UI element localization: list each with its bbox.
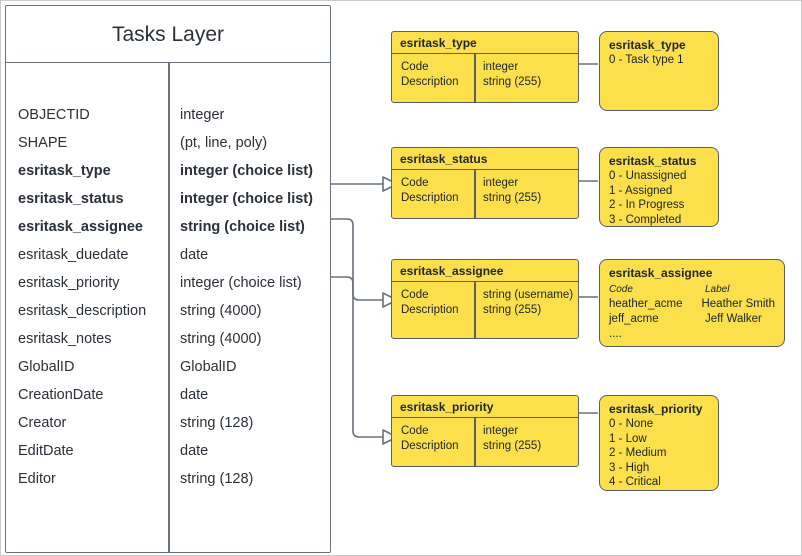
field-row-objectid[interactable]: OBJECTID integer <box>6 101 330 129</box>
domain-box-field-names: Code Description <box>401 425 459 452</box>
value-box-esritask-priority[interactable]: esritask_priority 0 - None 1 - Low 2 - M… <box>599 395 719 491</box>
value-box-esritask-type[interactable]: esritask_type 0 - Task type 1 <box>599 31 719 111</box>
value-box-esritask-assignee[interactable]: esritask_assignee Code Label heather_acm… <box>599 259 785 347</box>
domain-box-divider <box>474 282 476 338</box>
field-type: integer (choice list) <box>180 191 313 207</box>
domain-box-esritask-status[interactable]: esritask_status Code Description integer… <box>391 147 579 219</box>
domain-box-field-names: Code Description <box>401 177 459 204</box>
domain-box-field-types: integer string (255) <box>483 61 542 88</box>
value-box-item: 1 - Low <box>609 432 647 445</box>
value-box-item: 3 - Completed <box>609 213 682 226</box>
tasks-layer-entity[interactable]: Tasks Layer OBJECTID integer SHAPE (pt, … <box>5 5 331 553</box>
column-divider <box>168 63 170 552</box>
field-type: string (4000) <box>180 303 262 319</box>
domain-box-divider <box>474 170 476 218</box>
value-box-item: 0 - None <box>609 418 654 430</box>
field-name: SHAPE <box>18 135 68 151</box>
domain-box-title: esritask_type <box>392 32 578 54</box>
value-box-title: esritask_assignee <box>609 266 713 280</box>
domain-box-field-types: integer string (255) <box>483 177 542 204</box>
value-label: Jeff Walker <box>705 313 762 325</box>
field-row-globalid[interactable]: GlobalID GlobalID <box>6 353 330 381</box>
value-box-item: 4 - Critical <box>609 476 661 488</box>
field-row-esritask-status[interactable]: esritask_status integer (choice list) <box>6 185 330 213</box>
value-box-item: 2 - Medium <box>609 447 667 459</box>
value-box-col-code: Code <box>609 284 633 295</box>
field-type: integer <box>180 107 225 123</box>
domain-box-divider <box>474 54 476 102</box>
field-row-editor[interactable]: Editor string (128) <box>6 465 330 493</box>
value-box-item: 2 - In Progress <box>609 199 685 211</box>
field-type: string (128) <box>180 471 254 487</box>
field-name: EditDate <box>18 443 74 459</box>
field-row-esritask-priority[interactable]: esritask_priority integer (choice list) <box>6 269 330 297</box>
value-code: .... <box>609 328 622 340</box>
value-box-title: esritask_status <box>609 154 697 168</box>
field-row-creationdate[interactable]: CreationDate date <box>6 381 330 409</box>
field-type: GlobalID <box>180 359 237 375</box>
value-label: Heather Smith <box>701 298 775 310</box>
domain-box-esritask-type[interactable]: esritask_type Code Description integer s… <box>391 31 579 103</box>
field-name: OBJECTID <box>18 107 90 123</box>
field-row-esritask-duedate[interactable]: esritask_duedate date <box>6 241 330 269</box>
value-box-title: esritask_type <box>609 38 686 52</box>
field-type: string (4000) <box>180 331 262 347</box>
field-name: esritask_status <box>18 191 124 207</box>
field-row-esritask-notes[interactable]: esritask_notes string (4000) <box>6 325 330 353</box>
field-type: date <box>180 247 209 263</box>
value-box-item: 3 - High <box>609 461 650 474</box>
value-box-table-header: Code Label <box>609 282 775 297</box>
value-box-table: Code Label heather_acme Heather Smith je… <box>609 282 775 342</box>
field-type: (pt, line, poly) <box>180 135 268 151</box>
field-name: esritask_priority <box>18 275 120 291</box>
domain-box-esritask-priority[interactable]: esritask_priority Code Description integ… <box>391 395 579 467</box>
field-name: esritask_notes <box>18 331 112 347</box>
field-type: date <box>180 387 209 403</box>
field-name: Creator <box>18 415 67 431</box>
value-code: heather_acme <box>609 298 683 310</box>
value-box-table-row: .... <box>609 327 775 342</box>
value-box-item: 0 - Task type 1 <box>609 54 684 66</box>
value-box-table-row: heather_acme Heather Smith <box>609 297 775 312</box>
value-box-table-row: jeff_acme Jeff Walker <box>609 312 775 327</box>
domain-box-divider <box>474 418 476 466</box>
value-box-item: 1 - Assigned <box>609 184 673 197</box>
domain-box-esritask-assignee[interactable]: esritask_assignee Code Description strin… <box>391 259 579 339</box>
value-box-col-label: Label <box>705 284 730 295</box>
field-name: esritask_duedate <box>18 247 129 263</box>
field-type: date <box>180 443 209 459</box>
field-row-shape[interactable]: SHAPE (pt, line, poly) <box>6 129 330 157</box>
field-row-creator[interactable]: Creator string (128) <box>6 409 330 437</box>
domain-box-field-names: Code Description <box>401 61 459 88</box>
domain-box-field-types: integer string (255) <box>483 425 542 452</box>
domain-box-title: esritask_assignee <box>392 260 578 282</box>
field-name: esritask_assignee <box>18 219 143 235</box>
domain-box-field-names: Code Description <box>401 289 459 316</box>
field-name: Editor <box>18 471 56 487</box>
field-name: esritask_description <box>18 303 147 319</box>
field-name: CreationDate <box>18 387 104 403</box>
domain-box-field-types: string (username) string (255) <box>483 289 574 316</box>
field-type: string (choice list) <box>180 219 305 235</box>
domain-box-title: esritask_priority <box>392 396 578 418</box>
value-code: jeff_acme <box>609 313 659 325</box>
field-type: string (128) <box>180 415 254 431</box>
field-row-esritask-description[interactable]: esritask_description string (4000) <box>6 297 330 325</box>
field-type: integer (choice list) <box>180 163 313 179</box>
connector-line-assignee <box>330 276 384 438</box>
tasks-layer-title: Tasks Layer <box>6 6 330 63</box>
value-box-esritask-status[interactable]: esritask_status 0 - Unassigned 1 - Assig… <box>599 147 719 227</box>
field-row-esritask-type[interactable]: esritask_type integer (choice list) <box>6 157 330 185</box>
field-type: integer (choice list) <box>180 275 302 291</box>
value-box-title: esritask_priority <box>609 402 703 416</box>
field-name: GlobalID <box>18 359 75 375</box>
field-name: esritask_type <box>18 163 111 179</box>
connector-line-status <box>330 218 384 301</box>
domain-box-title: esritask_status <box>392 148 578 170</box>
field-row-esritask-assignee[interactable]: esritask_assignee string (choice list) <box>6 213 330 241</box>
tasks-layer-field-list: OBJECTID integer SHAPE (pt, line, poly) … <box>6 63 330 552</box>
value-box-item: 0 - Unassigned <box>609 170 687 182</box>
field-row-editdate[interactable]: EditDate date <box>6 437 330 465</box>
